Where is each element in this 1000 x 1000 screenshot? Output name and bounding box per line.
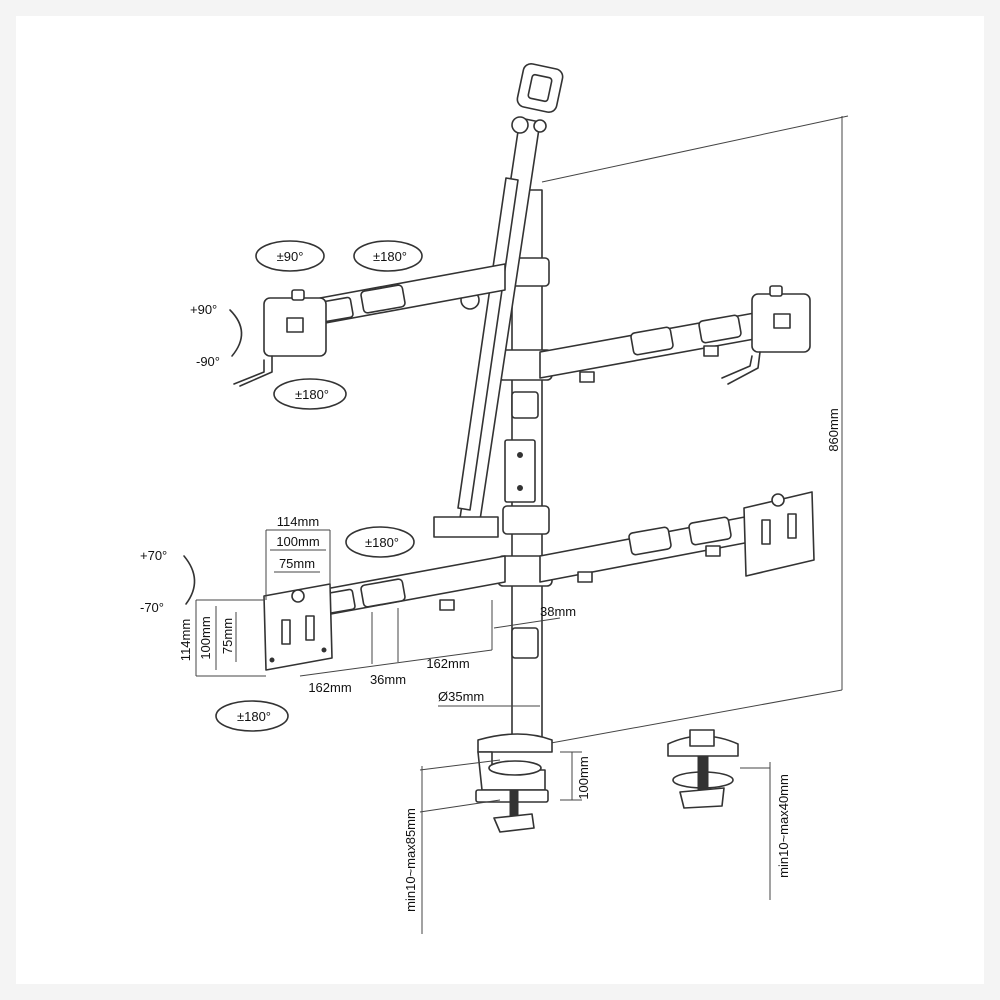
label-rotate-180-mid: ±180° (365, 535, 399, 550)
label-clamp-height: 100mm (576, 756, 591, 799)
label-vesa-100-w: 100mm (276, 534, 319, 549)
label-arm-36: 36mm (370, 672, 406, 687)
label-vesa-114-w: 114mm (277, 514, 319, 529)
vesa-dimensions: 114mm 100mm 75mm 114mm 100mm 75mm (178, 514, 331, 677)
label-vesa-75-w: 75mm (279, 556, 315, 571)
label-vesa-114-h: 114mm (178, 619, 193, 661)
label-rotate-180-top: ±180° (373, 249, 407, 264)
label-tilt-minus-90: -90° (196, 354, 220, 369)
diagram-frame: 860mm (16, 16, 984, 984)
label-rotate-180-bottom: ±180° (237, 709, 271, 724)
monitor-mount-diagram: 860mm (140, 63, 849, 934)
height-dimension: 860mm (539, 115, 849, 746)
label-tilt-minus-70: -70° (140, 600, 164, 615)
label-arm-162-b: 162mm (426, 656, 469, 671)
label-rotate-180-left: ±180° (295, 387, 329, 402)
label-grommet-range: min10~max40mm (776, 774, 791, 878)
label-clamp-range: min10~max85mm (403, 808, 418, 912)
label-tilt-plus-90: +90° (190, 302, 217, 317)
label-vesa-100-h: 100mm (198, 616, 213, 659)
laptop-arm (433, 63, 564, 538)
arm-top-right (539, 285, 811, 385)
rotation-indicators: ±90° ±180° +90° -90° ±180° ±180° +70° -7… (140, 240, 423, 732)
label-swivel-90: ±90° (277, 249, 304, 264)
desk-clamp (475, 733, 553, 833)
label-arm-162-a: 162mm (308, 680, 351, 695)
label-vesa-75-h: 75mm (220, 618, 235, 654)
arm-bottom-right (539, 491, 815, 583)
label-pole-diameter: Ø35mm (438, 689, 484, 704)
arm-top-left (233, 263, 506, 387)
label-height-860: 860mm (826, 408, 841, 451)
grommet-base (667, 729, 739, 809)
pole (497, 189, 553, 743)
clamp-dimensions: min10~max85mm 100mm min10~max40mm (403, 751, 791, 934)
label-tilt-plus-70: +70° (140, 548, 167, 563)
arm-dimensions: 162mm 36mm 162mm 38mm Ø35mm (299, 600, 576, 707)
arm-bottom-left (263, 555, 506, 671)
label-pole-offset-38: 38mm (540, 604, 576, 619)
